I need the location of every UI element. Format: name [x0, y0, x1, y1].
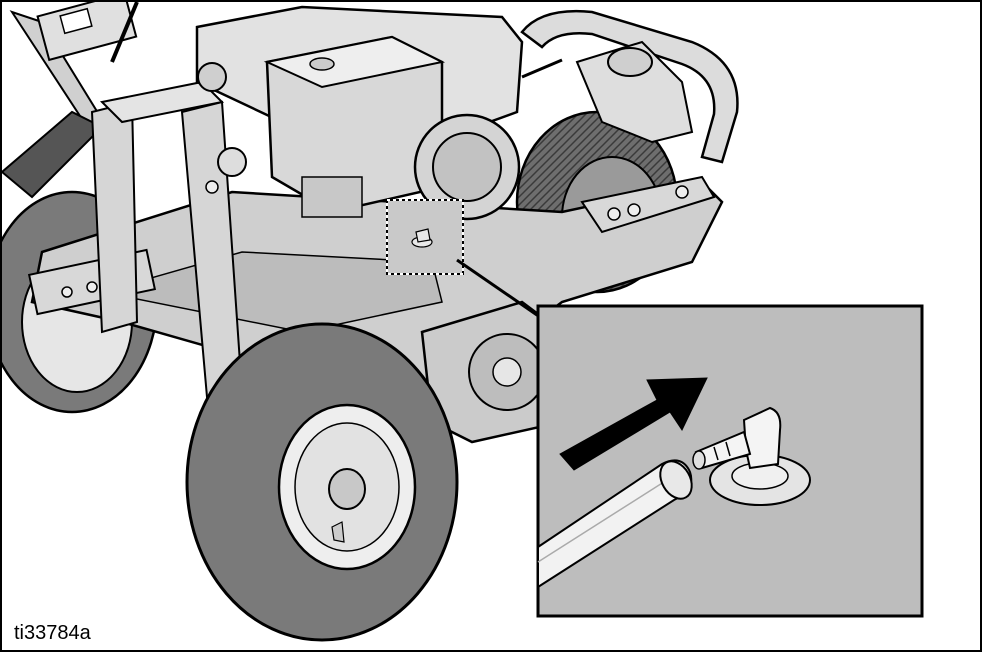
- detail-callout-box: [386, 199, 464, 275]
- hose-icon: [537, 459, 693, 589]
- uprights: [90, 80, 247, 399]
- direction-arrow-icon: [559, 377, 708, 471]
- figure-id-label: ti33784a: [14, 622, 91, 644]
- gear-housing: [420, 300, 564, 444]
- frame-rail: [520, 10, 739, 164]
- inset-detail-view: [536, 304, 924, 618]
- front-wheel: [185, 322, 459, 642]
- pump-assembly: [521, 40, 716, 234]
- grease-fitting-icon: [692, 406, 811, 506]
- callout-leader-line: [456, 258, 551, 326]
- engine: [195, 5, 524, 221]
